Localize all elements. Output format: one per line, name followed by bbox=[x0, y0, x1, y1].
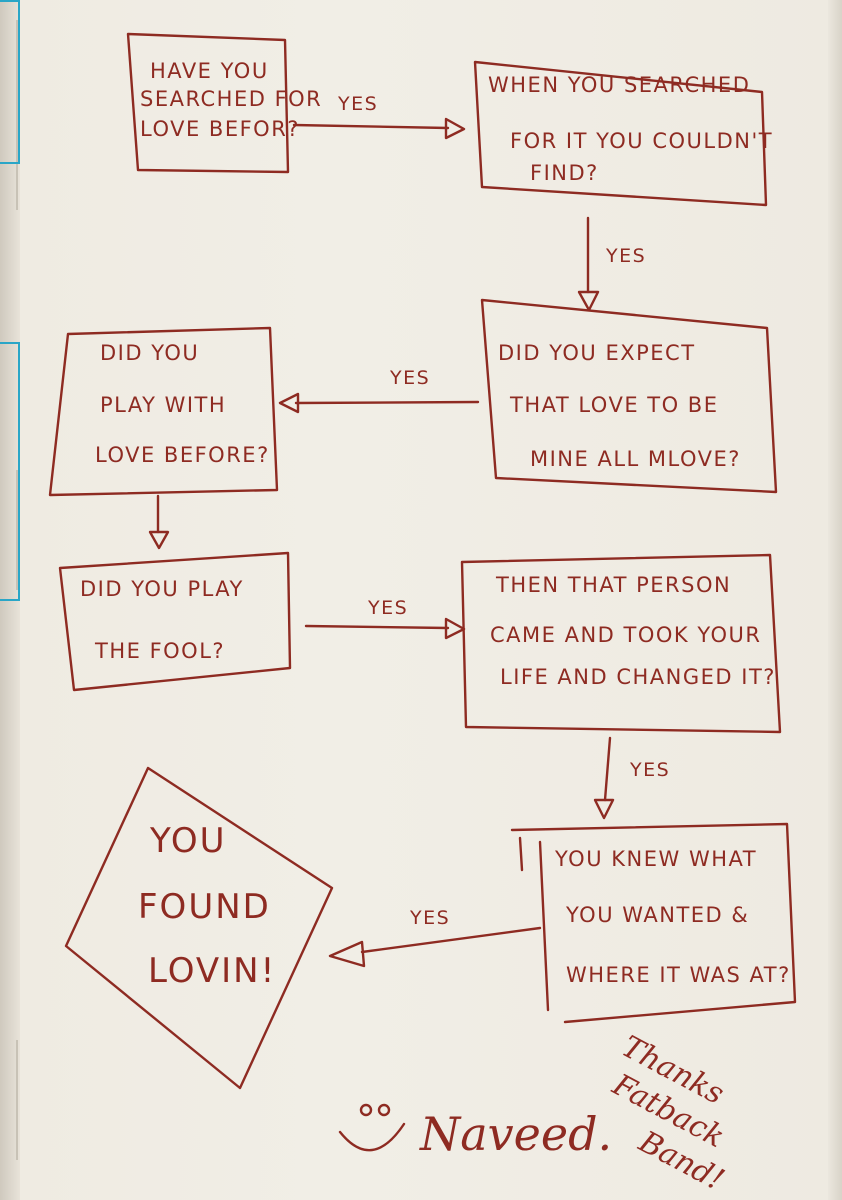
node-knew-line: WHERE IT WAS AT? bbox=[566, 963, 791, 987]
node-couldnt-find-line: FIND? bbox=[530, 161, 599, 185]
smiley-face-icon bbox=[338, 1103, 406, 1152]
node-found-line: YOU bbox=[149, 821, 227, 861]
node-searched-line: LOVE BEFOR? bbox=[140, 117, 300, 141]
node-searched: HAVE YOU SEARCHED FOR LOVE BEFOR? bbox=[126, 32, 322, 174]
edge-person-to-knew: YES bbox=[593, 736, 670, 820]
binding-stitch bbox=[16, 20, 18, 210]
node-searched-line: SEARCHED FOR bbox=[140, 87, 322, 111]
node-person-line: LIFE AND CHANGED IT? bbox=[500, 665, 776, 689]
node-play-with-line: DID YOU bbox=[100, 341, 199, 365]
edge-knew-to-found: YES bbox=[328, 907, 542, 968]
edge-label: YES bbox=[337, 93, 378, 115]
edge-label: YES bbox=[389, 367, 430, 389]
edge-searched-to-couldnt-find: YES bbox=[292, 93, 466, 140]
node-play-with-line: PLAY WITH bbox=[100, 393, 226, 417]
node-couldnt-find-line: WHEN YOU SEARCHED bbox=[488, 73, 750, 97]
edge-expect-to-play-with: YES bbox=[278, 367, 480, 414]
node-couldnt-find-line: FOR IT YOU COULDN'T bbox=[510, 129, 773, 153]
node-expect: DID YOU EXPECT THAT LOVE TO BE MINE ALL … bbox=[480, 298, 778, 494]
node-person: THEN THAT PERSON CAME AND TOOK YOUR LIFE… bbox=[460, 553, 782, 734]
edge-label: YES bbox=[605, 245, 646, 267]
node-knew: YOU KNEW WHAT YOU WANTED & WHERE IT WAS … bbox=[510, 822, 797, 1024]
edge-label: YES bbox=[367, 597, 408, 619]
node-play-with-line: LOVE BEFORE? bbox=[95, 443, 270, 467]
edge-play-with-to-fool bbox=[148, 494, 170, 550]
node-fool-line: DID YOU PLAY bbox=[80, 577, 244, 601]
node-searched-line: HAVE YOU bbox=[150, 59, 269, 83]
node-person-line: CAME AND TOOK YOUR bbox=[490, 623, 762, 647]
page-edge bbox=[828, 0, 842, 1200]
node-expect-line: THAT LOVE TO BE bbox=[509, 393, 719, 417]
binding-stitch bbox=[16, 470, 18, 590]
node-couldnt-find: WHEN YOU SEARCHED FOR IT YOU COULDN'T FI… bbox=[473, 60, 773, 207]
page-tab-middle bbox=[0, 342, 20, 601]
edge-label: YES bbox=[629, 759, 670, 781]
node-knew-line: YOU KNEW WHAT bbox=[554, 847, 757, 871]
node-found-line: FOUND bbox=[138, 887, 271, 927]
node-person-line: THEN THAT PERSON bbox=[495, 573, 731, 597]
node-knew-line: YOU WANTED & bbox=[565, 903, 749, 927]
page-tab-top bbox=[0, 0, 20, 164]
node-fool-line: THE FOOL? bbox=[94, 639, 225, 663]
node-expect-line: MINE ALL MLOVE? bbox=[530, 447, 741, 471]
signature-name: Naveed. bbox=[419, 1107, 612, 1161]
binding-stitch bbox=[16, 1040, 18, 1160]
node-expect-line: DID YOU EXPECT bbox=[498, 341, 696, 365]
node-play-with: DID YOU PLAY WITH LOVE BEFORE? bbox=[48, 326, 279, 497]
edge-couldnt-find-to-expect: YES bbox=[577, 216, 646, 312]
edge-fool-to-person: YES bbox=[304, 597, 466, 640]
node-found: YOU FOUND LOVIN! bbox=[64, 766, 334, 1090]
node-fool: DID YOU PLAY THE FOOL? bbox=[58, 551, 292, 692]
node-found-line: LOVIN! bbox=[148, 951, 276, 991]
edge-label: YES bbox=[409, 907, 450, 929]
